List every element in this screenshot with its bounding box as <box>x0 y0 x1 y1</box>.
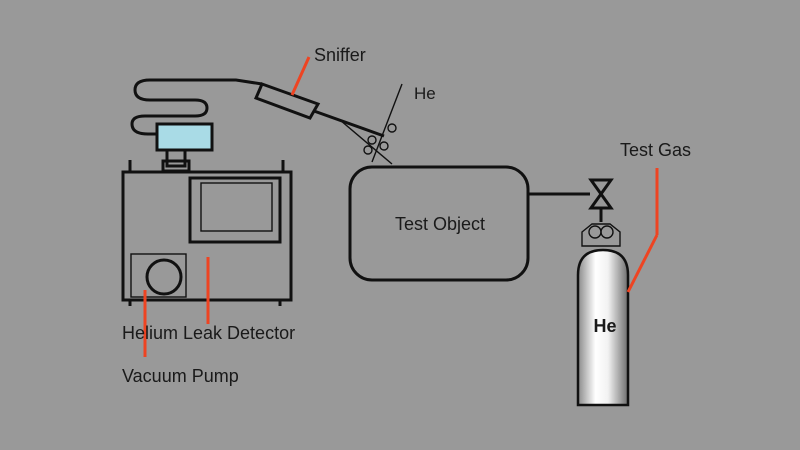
test-gas-label: Test Gas <box>620 140 691 160</box>
sniffer-label: Sniffer <box>314 45 366 65</box>
vacuum-pump-label: Vacuum Pump <box>122 366 239 386</box>
gas-line-valve <box>528 178 614 222</box>
detector-display <box>188 176 282 244</box>
he-gas-label: He <box>414 84 436 103</box>
sniffer-hose <box>130 78 263 136</box>
test-object: Test Object <box>348 165 530 282</box>
callout-lines <box>143 56 659 357</box>
sniffer-probe <box>253 82 385 138</box>
helium-cylinder: He <box>576 223 630 407</box>
vacuum-pump-icon <box>145 258 183 296</box>
vacuum-pump-box <box>130 253 187 298</box>
leak-detector-label: Helium Leak Detector <box>122 323 295 343</box>
test-object-label: Test Object <box>395 214 485 234</box>
helium-particles <box>339 83 403 165</box>
cylinder-label: He <box>593 316 616 336</box>
